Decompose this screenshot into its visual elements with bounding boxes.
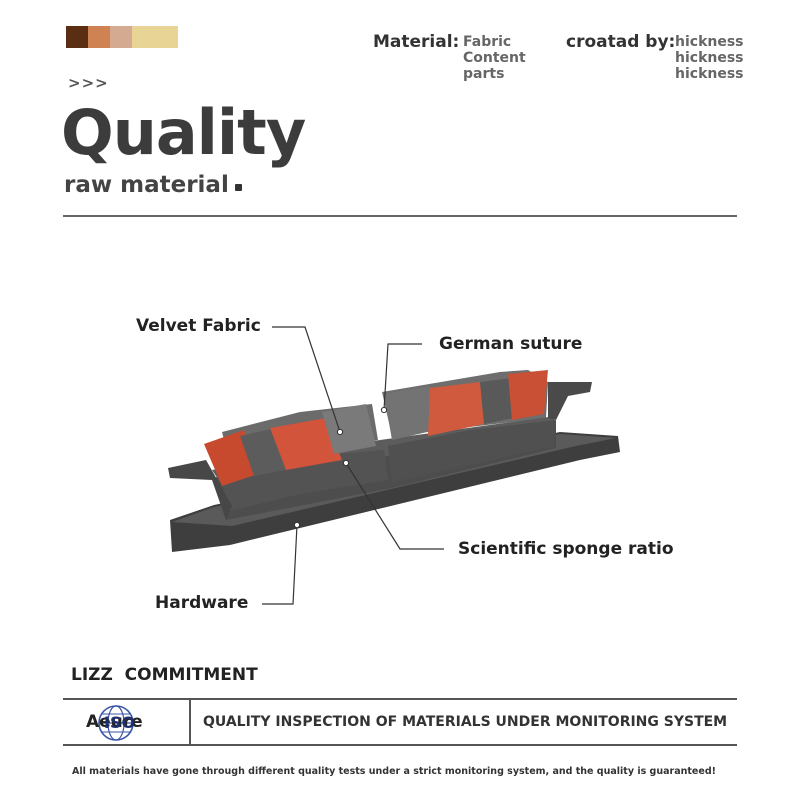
pillow-velvet-left	[322, 404, 376, 454]
pillow-grey-right	[480, 378, 514, 424]
callout-line-hardware	[262, 524, 298, 605]
color-swatch-terracotta	[88, 26, 110, 48]
arrows-decoration: >>>	[68, 74, 109, 92]
sofa-base-platform	[170, 432, 620, 552]
color-swatch-sand	[132, 26, 178, 48]
callout-dot-suture	[380, 406, 388, 414]
created-by-label: croatad by:	[566, 32, 676, 52]
commitment-heading: LIZZ COMMITMENT	[71, 665, 258, 685]
pillow-orange-right-1	[428, 382, 484, 436]
iso-logo: Aeure ISO	[84, 704, 174, 742]
callout-dot-velvet	[336, 428, 344, 436]
callout-hardware: Hardware	[155, 593, 249, 613]
material-values: Fabric Content parts	[463, 34, 526, 82]
iso-logo-overlay: ISO	[104, 713, 136, 732]
callout-dot-hardware	[293, 521, 301, 529]
commitment-footnote: All materials have gone through differen…	[72, 766, 716, 777]
pillow-orange-center	[270, 418, 342, 470]
material-value: Fabric	[463, 34, 512, 50]
page-subtitle: raw material	[64, 172, 229, 198]
page-title: Quality	[61, 96, 306, 169]
commitment-top-rule	[63, 698, 737, 700]
color-swatch-dark-brown	[66, 26, 88, 48]
created-by-value: hickness	[675, 34, 744, 50]
pillow-grey-left	[240, 428, 286, 476]
callout-line-velvet	[272, 326, 341, 433]
callout-velvet-fabric: Velvet Fabric	[136, 316, 261, 336]
callout-german-suture: German suture	[439, 334, 583, 354]
material-value: Content	[463, 50, 526, 66]
title-divider	[63, 215, 737, 217]
sofa-armrest-right	[548, 382, 592, 420]
created-by-values: hickness hickness hickness	[675, 34, 744, 82]
commitment-divider	[189, 700, 191, 744]
callout-scientific-sponge: Scientific sponge ratio	[458, 539, 674, 559]
globe-icon	[98, 705, 134, 741]
commitment-statement: QUALITY INSPECTION OF MATERIALS UNDER MO…	[203, 714, 728, 730]
callout-line-suture	[383, 343, 422, 411]
created-by-value: hickness	[675, 50, 744, 66]
material-label: Material:	[373, 32, 460, 52]
created-by-value: hickness	[675, 66, 744, 82]
pillow-orange-right-2	[508, 370, 548, 420]
color-swatch-blush	[110, 26, 132, 48]
iso-logo-text: Aeure	[86, 712, 143, 732]
dot-decoration	[235, 184, 242, 191]
sofa-armrest-left	[168, 460, 232, 520]
commitment-bottom-rule	[63, 744, 737, 746]
callout-line-sponge	[345, 462, 444, 550]
material-value: parts	[463, 66, 505, 82]
sofa-seat-cushion-right	[388, 420, 556, 482]
callout-dot-sponge	[342, 459, 350, 467]
pillow-velvet-right	[384, 386, 436, 440]
